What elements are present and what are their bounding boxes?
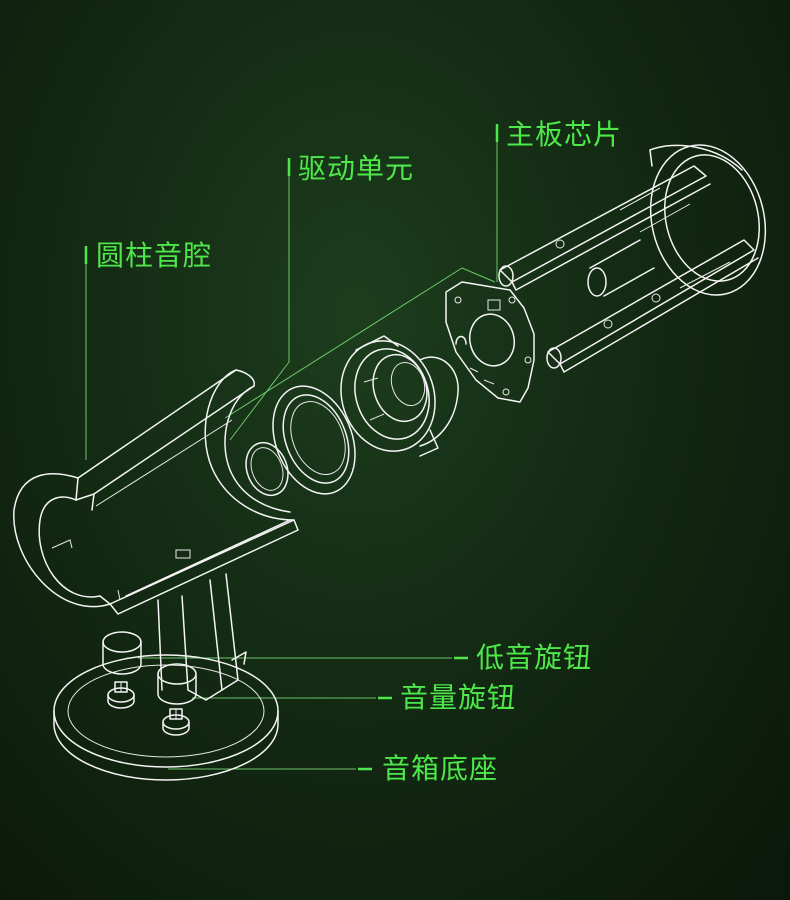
leader-lines xyxy=(84,124,499,771)
explode-guide-line-2 xyxy=(461,267,496,283)
label-volume-knob: 音量旋钮 xyxy=(400,681,517,714)
main-board xyxy=(445,281,535,403)
label-cylinder-cavity: 圆柱音腔 xyxy=(96,239,213,272)
label-driver-unit: 驱动单元 xyxy=(298,152,415,185)
driver-dust-ring xyxy=(245,441,289,497)
cylinder-cavity xyxy=(13,369,299,615)
driver-leader-line xyxy=(229,176,290,441)
base-bolt-right xyxy=(162,708,190,736)
label-speaker-base: 音箱底座 xyxy=(382,752,499,785)
base-bolt-left xyxy=(107,681,135,709)
bass-knob xyxy=(102,631,142,675)
label-bass-knob: 低音旋钮 xyxy=(476,641,593,674)
driver-cone xyxy=(272,385,356,495)
driver-frame xyxy=(340,335,459,457)
volume-knob xyxy=(157,663,197,705)
label-main-board-chip: 主板芯片 xyxy=(506,118,623,151)
rear-chassis xyxy=(498,144,767,373)
stand-post xyxy=(157,573,247,701)
speaker-base xyxy=(53,654,279,781)
explode-guide-line xyxy=(224,267,463,419)
